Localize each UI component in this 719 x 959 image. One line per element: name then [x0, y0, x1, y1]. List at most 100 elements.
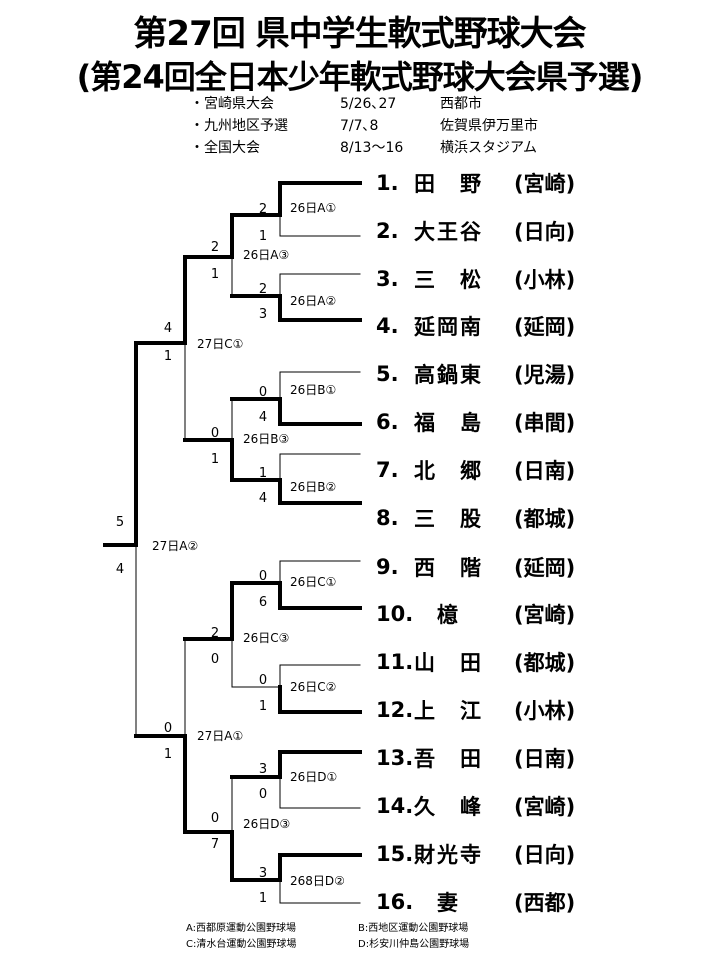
score-bottom: 7: [211, 837, 219, 852]
score-bottom: 4: [259, 410, 267, 425]
score-top: 0: [211, 811, 219, 826]
match-label: 26日C③: [243, 631, 289, 645]
match-label: 26日D③: [243, 817, 290, 831]
team-number: 12.: [376, 698, 414, 722]
match-label: 26日D①: [290, 770, 337, 784]
team-region: (小林): [514, 268, 576, 292]
team-entry: 6.福 島(串間): [376, 407, 575, 437]
team-name: 吾 田: [414, 747, 483, 771]
schedule-name: ・九州地区予選: [190, 118, 288, 134]
team-region: (宮崎): [514, 172, 576, 196]
team-region: (都城): [514, 507, 576, 531]
score-top: 2: [211, 240, 219, 255]
score-bottom: 3: [259, 307, 267, 322]
schedule-name: ・宮崎県大会: [190, 96, 274, 112]
team-region: (児湯): [514, 363, 576, 387]
team-name: 延岡南: [414, 315, 483, 339]
schedule-name: ・全国大会: [190, 140, 260, 156]
schedule-date: 5/26､27: [340, 96, 397, 112]
team-name: 山 田: [414, 651, 483, 675]
score-top: 5: [116, 515, 124, 530]
schedule-place: 横浜スタジアム: [440, 140, 538, 156]
team-name: 三 股: [414, 507, 483, 531]
page-subtitle: (第24回全日本少年軟式野球大会県予選): [76, 58, 644, 96]
team-number: 9.: [376, 555, 399, 579]
score-bottom: 1: [211, 452, 219, 467]
team-number: 5.: [376, 362, 399, 386]
team-region: (宮崎): [514, 603, 576, 627]
schedule-place: 佐賀県伊万里市: [440, 118, 538, 134]
match-label: 27日A①: [197, 729, 243, 743]
team-number: 8.: [376, 506, 399, 530]
match-label: 26日A①: [290, 201, 336, 215]
team-region: (串間): [514, 411, 576, 435]
team-entry: 1. 田 野 (宮崎): [376, 168, 575, 198]
team-name: 高鍋東: [414, 363, 483, 387]
team-number: 6.: [376, 410, 399, 434]
match-label: 26日B②: [290, 480, 336, 494]
team-region: (小林): [514, 699, 576, 723]
venue-d: D:杉安川仲島公園野球場: [358, 939, 470, 950]
score-bottom: 1: [164, 747, 172, 762]
score-top: 3: [259, 866, 267, 881]
score-top: 2: [259, 282, 267, 297]
team-entry: 15.財光寺 (日向): [376, 839, 575, 869]
team-name: 三 松: [414, 268, 483, 292]
team-number: 14.: [376, 794, 414, 818]
team-number: 15.: [376, 842, 414, 866]
score-bottom: 0: [211, 652, 219, 667]
team-number: 13.: [376, 746, 414, 770]
team-region: (日向): [514, 843, 576, 867]
score-top: 4: [164, 321, 172, 336]
match-label: 27日C①: [197, 337, 243, 351]
team-region: (西都): [514, 891, 576, 915]
team-region: (都城): [514, 651, 576, 675]
score-top: 0: [164, 721, 172, 736]
team-region: (日南): [514, 747, 576, 771]
team-region: (延岡): [514, 556, 576, 580]
team-entry: 10. 檍 (宮崎): [376, 599, 575, 629]
score-top: 2: [211, 626, 219, 641]
team-name: 檍: [414, 603, 460, 627]
score-bottom: 1: [259, 229, 267, 244]
score-bottom: 1: [164, 349, 172, 364]
team-entry: 8. 三 股 (都城): [376, 503, 575, 533]
score-top: 0: [259, 385, 267, 400]
team-entry: 2.大王谷(日向): [376, 216, 575, 246]
team-number: 10.: [376, 602, 414, 626]
team-region: (宮崎): [514, 795, 576, 819]
score-bottom: 1: [211, 267, 219, 282]
team-name: 久 峰: [414, 795, 483, 819]
schedule-place: 西都市: [440, 96, 482, 112]
team-entry: 3.三 松(小林): [376, 264, 575, 294]
score-bottom: 6: [259, 595, 267, 610]
team-region: (日向): [514, 220, 576, 244]
team-entry: 4.延岡南(延岡): [376, 311, 575, 341]
venue-legend-left: A:西都原運動公園野球場 C:清水台運動公園野球場: [186, 921, 296, 953]
score-top: 3: [259, 762, 267, 777]
team-entry: 12.上 江 (小林): [376, 695, 575, 725]
team-name: 田 野: [414, 172, 483, 196]
team-entry: 13.吾 田 (日南): [376, 743, 575, 773]
match-label: 27日A②: [152, 539, 198, 553]
schedule-date: 7/7､8: [340, 118, 379, 134]
score-bottom: 4: [259, 491, 267, 506]
venue-b: B:西地区運動公園野球場: [358, 923, 469, 934]
team-region: (延岡): [514, 315, 576, 339]
match-label: 26日A②: [290, 294, 336, 308]
venue-a: A:西都原運動公園野球場: [186, 923, 297, 934]
team-name: 妻: [414, 891, 460, 915]
score-bottom: 1: [259, 699, 267, 714]
score-top: 1: [259, 466, 267, 481]
team-name: 西 階: [414, 556, 483, 580]
team-entry: 16. 妻(西都): [376, 887, 575, 917]
team-name: 財光寺: [414, 843, 483, 867]
team-number: 2.: [376, 219, 399, 243]
team-name: 上 江: [414, 699, 483, 723]
schedule-date: 8/13～16: [340, 140, 404, 156]
team-number: 1.: [376, 171, 399, 195]
schedule-row: ・全国大会 8/13～16 横浜スタジアム: [190, 137, 538, 159]
team-name: 北 郷: [414, 459, 483, 483]
page-title: 第27回 県中学生軟式野球大会: [133, 14, 586, 54]
